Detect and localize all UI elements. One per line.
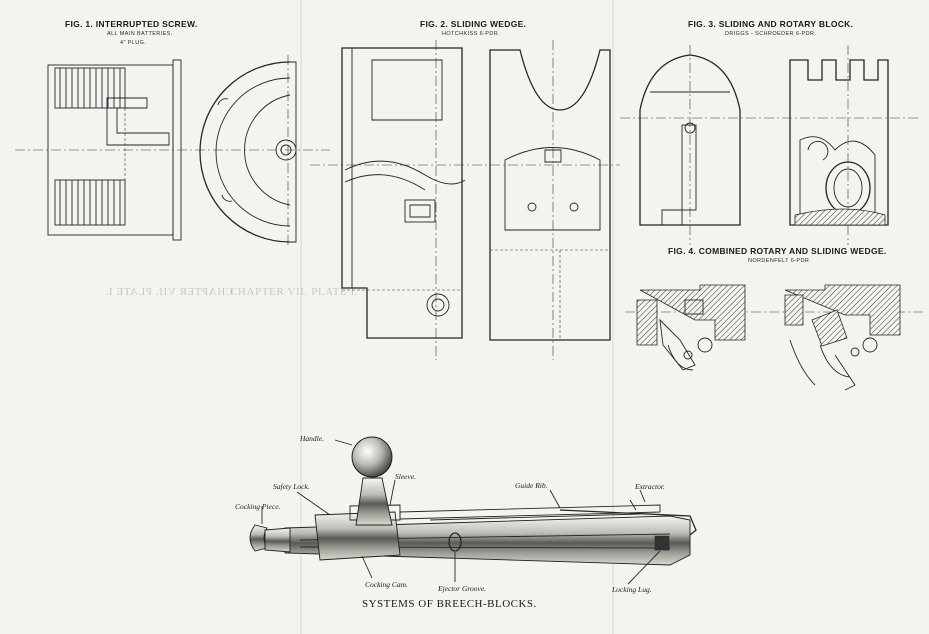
label-guide-rib: Guide Rib.: [515, 481, 548, 490]
rifle-bolt-drawing: [249, 436, 697, 585]
fig1-thread-top: [54, 67, 126, 109]
fig4-drawing: [625, 284, 925, 391]
fig3-drawing: [620, 45, 920, 245]
plate-caption: SYSTEMS OF BREECH-BLOCKS.: [362, 598, 537, 610]
label-extractor: Extractor.: [635, 482, 665, 491]
fig4-title: FIG. 4. COMBINED ROTARY AND SLIDING WEDG…: [668, 246, 887, 256]
fig1-drawing: [15, 55, 330, 245]
fig2-drawing: [310, 40, 620, 360]
fig1-subtitle: ALL MAIN BATTERIES.: [107, 31, 173, 37]
fig4-subtitle: NORDENFELT 6-PDR.: [748, 258, 812, 264]
label-sleeve: Sleeve.: [395, 472, 417, 481]
fig1-title: FIG. 1. INTERRUPTED SCREW.: [65, 19, 198, 29]
fold-crease: [300, 0, 302, 634]
ghost-plate-text-2: CHAPTER VII. PLATE I.: [230, 286, 359, 298]
fig2-title: FIG. 2. SLIDING WEDGE.: [420, 19, 527, 29]
label-cocking-cam: Cocking Cam.: [365, 580, 408, 589]
label-safety-lock: Safety Lock.: [273, 482, 310, 491]
fold-crease: [612, 0, 614, 634]
fig1-subtitle-2: 4" PLUG.: [120, 40, 147, 46]
fig1-thread-bottom: [54, 179, 126, 226]
fig3-subtitle: DRIGGS - SCHROEDER 6-PDR.: [725, 31, 817, 37]
fig2-subtitle: HOTCHKISS 6-PDR.: [442, 31, 501, 37]
label-ejector-groove: Ejector Groove.: [438, 584, 487, 593]
label-locking-lug: Locking Lug.: [612, 585, 652, 594]
label-handle: Handle.: [300, 434, 324, 443]
label-cocking-piece: Cocking Piece.: [235, 502, 281, 511]
fig3-title: FIG. 3. SLIDING AND ROTARY BLOCK.: [688, 19, 854, 29]
ghost-plate-text: CHAPTER VII. PLATE I.: [105, 286, 234, 298]
